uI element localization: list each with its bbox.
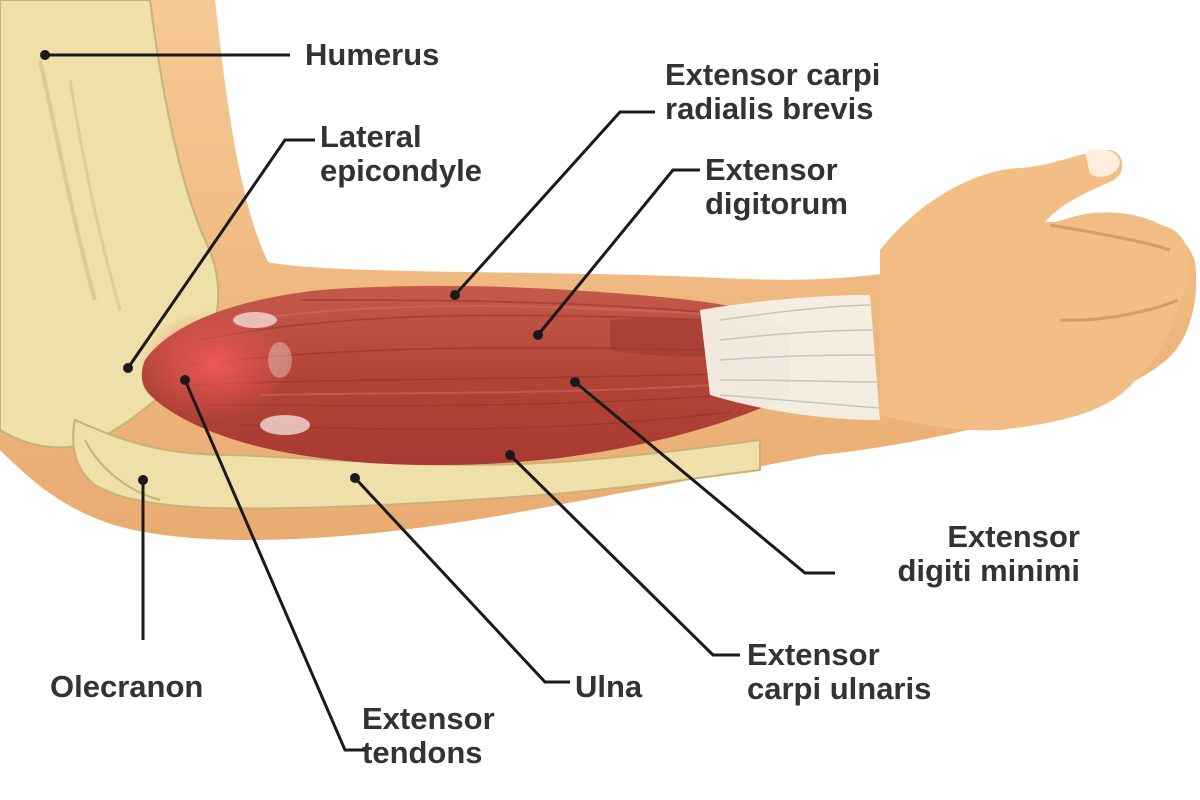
label-line: Extensor (747, 637, 880, 672)
label-lateral-epicondyle: Lateral epicondyle (320, 120, 482, 188)
label-ulna: Ulna (575, 669, 643, 704)
leader-lines (45, 53, 835, 752)
label-line: Lateral (320, 119, 422, 154)
label-extensor-tendons: Extensor tendons (362, 702, 495, 770)
label-extensor-carpi-ulnaris: Extensor carpi ulnaris (747, 638, 931, 706)
label-line: tendons (362, 735, 483, 770)
extensor-tendons (700, 295, 880, 420)
label-extensor-carpi-radialis-brevis: Extensor carpi radialis brevis (665, 58, 880, 126)
label-extensor-digitorum: Extensor digitorum (705, 153, 848, 221)
label-humerus: Humerus (305, 37, 440, 72)
label-extensor-digiti-minimi: Extensor digiti minimi (835, 520, 1080, 588)
label-line: Extensor (947, 519, 1080, 554)
label-line: digitorum (705, 186, 848, 221)
label-line: Extensor carpi (665, 57, 881, 92)
label-line: radialis brevis (665, 91, 874, 126)
label-line: carpi ulnaris (747, 671, 932, 706)
label-line: epicondyle (320, 153, 482, 188)
label-line: digiti minimi (897, 553, 1080, 588)
leader-dots (40, 50, 580, 485)
hand-skin (880, 150, 1191, 431)
label-olecranon: Olecranon (50, 669, 204, 704)
label-line: Extensor (362, 701, 495, 736)
label-line: Extensor (705, 152, 838, 187)
